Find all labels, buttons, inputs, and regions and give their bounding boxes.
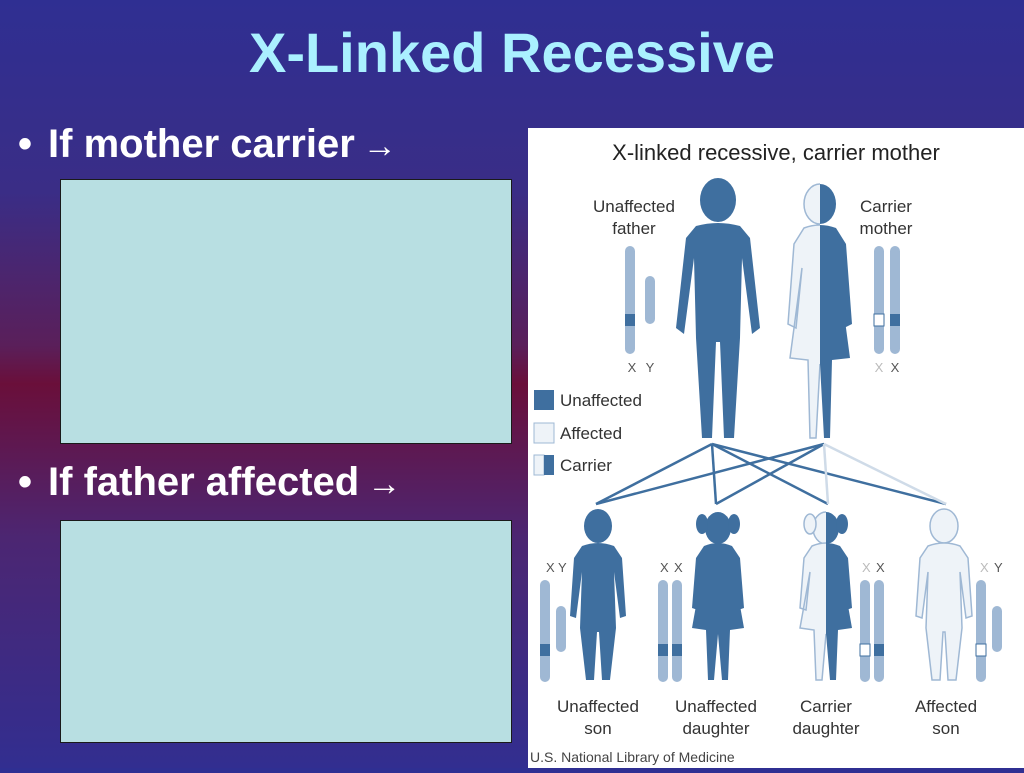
bullet-mother-carrier: • If mother carrier→: [18, 122, 397, 167]
legend-swatch-carrier: [534, 455, 544, 475]
father-chromosomes: X Y: [625, 246, 655, 375]
bullet-dot: •: [18, 460, 32, 504]
father-label: Unaffected: [593, 197, 675, 216]
child-unaffected-son: X Y Unaffected son: [540, 509, 639, 738]
svg-text:X: X: [674, 560, 683, 575]
child-label: daughter: [682, 719, 749, 738]
svg-text:X: X: [660, 560, 669, 575]
svg-text:Y: Y: [994, 560, 1003, 575]
bullet-text: If father affected: [48, 460, 359, 504]
inheritance-diagram: X-linked recessive, carrier mother Unaff…: [528, 128, 1024, 768]
svg-text:X: X: [980, 560, 989, 575]
legend-label: Affected: [560, 424, 622, 443]
child-label: Unaffected: [675, 697, 757, 716]
answer-cover-box[interactable]: [60, 179, 512, 444]
inheritance-lines: [596, 444, 946, 504]
chromosome-label: X: [891, 360, 900, 375]
mother-label: Carrier: [860, 197, 912, 216]
arrow-icon: →: [367, 465, 401, 503]
svg-text:X: X: [546, 560, 555, 575]
chromosome-label: X: [628, 360, 637, 375]
bullet-dot: •: [18, 122, 32, 166]
legend-label: Carrier: [560, 456, 612, 475]
child-label: son: [932, 719, 959, 738]
figure-title: X-linked recessive, carrier mother: [612, 140, 940, 165]
arrow-icon: →: [363, 127, 397, 165]
chromosome-label: Y: [646, 360, 655, 375]
child-unaffected-daughter: X X Unaffected daughter: [658, 512, 757, 738]
legend-swatch-unaffected: [534, 390, 554, 410]
answer-cover-box[interactable]: [60, 520, 512, 743]
child-label: daughter: [792, 719, 859, 738]
child-carrier-daughter: X X Carrier daughter: [792, 512, 885, 738]
legend-label: Unaffected: [560, 391, 642, 410]
child-affected-son: X Y Affected son: [915, 509, 1003, 738]
svg-text:Y: Y: [558, 560, 567, 575]
image-credit: U.S. National Library of Medicine: [530, 749, 735, 765]
child-label: Affected: [915, 697, 977, 716]
svg-text:X: X: [862, 560, 871, 575]
mother-label: mother: [860, 219, 913, 238]
child-label: Unaffected: [557, 697, 639, 716]
legend-swatch-affected: [534, 423, 554, 443]
mother-figure: [788, 184, 852, 438]
father-label: father: [612, 219, 656, 238]
chromosome-label: X: [875, 360, 884, 375]
svg-text:X: X: [876, 560, 885, 575]
father-figure: [676, 178, 760, 438]
bullet-text: If mother carrier: [48, 122, 355, 166]
child-label: Carrier: [800, 697, 852, 716]
child-label: son: [584, 719, 611, 738]
slide-title: X-Linked Recessive: [0, 20, 1024, 85]
mother-chromosomes: X X: [874, 246, 900, 375]
legend: Unaffected Affected Carrier: [534, 390, 642, 475]
bullet-father-affected: • If father affected→: [18, 460, 401, 505]
